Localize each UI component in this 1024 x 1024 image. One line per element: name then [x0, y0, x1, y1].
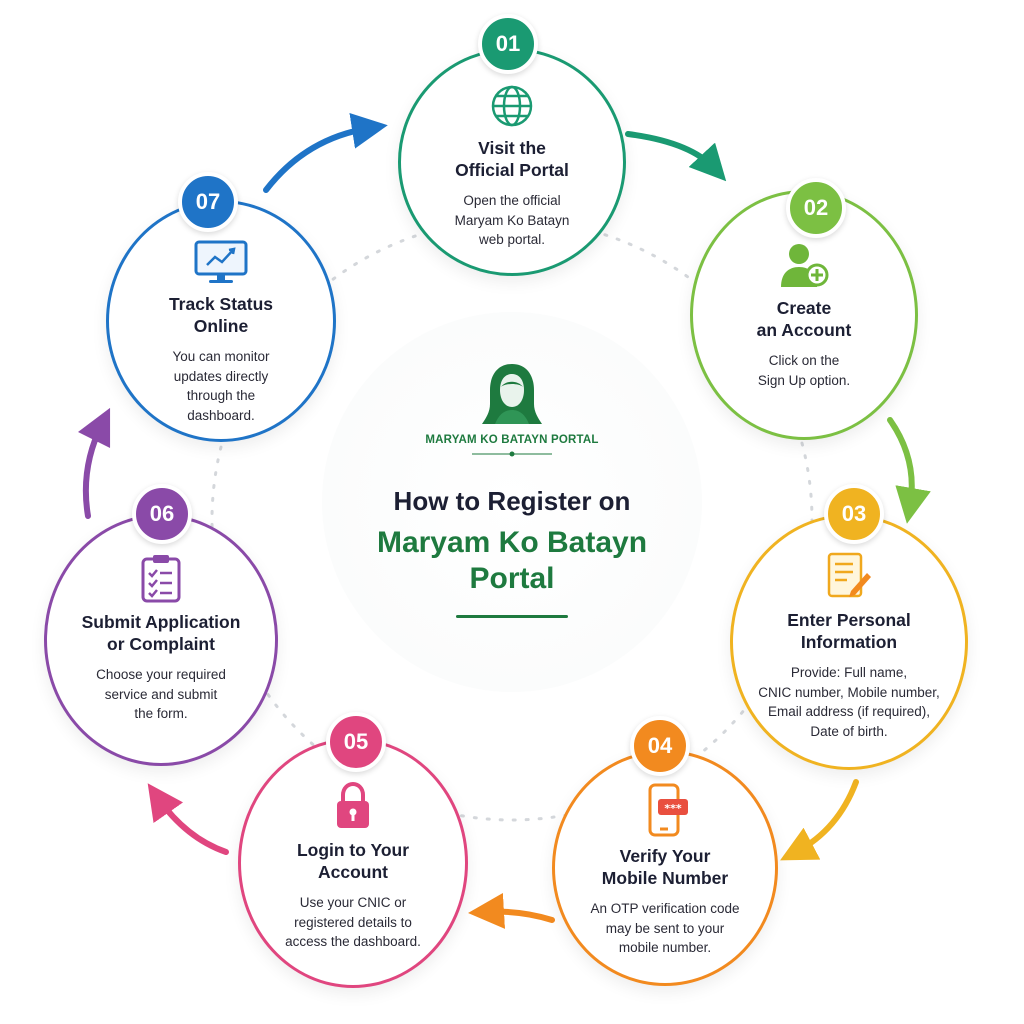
- add-user-icon: [781, 244, 829, 287]
- lock-icon: [337, 781, 369, 828]
- clipboard-checklist-icon: [141, 555, 181, 603]
- svg-text:***: ***: [664, 802, 682, 815]
- step-03-number-badge: 03: [824, 484, 884, 544]
- step-04-number-badge: 04: [630, 716, 690, 776]
- arrow-02-to-03: [887, 417, 931, 524]
- arrow-06-to-07: [77, 407, 111, 519]
- title-underline: [456, 615, 568, 618]
- step-07-number-badge: 07: [178, 172, 238, 232]
- center-panel: MARYAM KO BATAYN PORTAL How to Register …: [332, 360, 692, 618]
- step-06-number-badge: 06: [132, 484, 192, 544]
- arrow-07-to-01: [263, 113, 388, 193]
- step-05-number-badge: 05: [326, 712, 386, 772]
- arrow-05-to-06: [147, 783, 229, 855]
- brand-name: MARYAM KO BATAYN PORTAL: [425, 434, 599, 446]
- monitor-chart-icon: [194, 240, 248, 283]
- arrow-03-to-04: [780, 779, 859, 861]
- headline-line-2: Maryam Ko Batayn Portal: [376, 526, 648, 595]
- arrow-01-to-02: [625, 131, 727, 182]
- globe-icon: [491, 85, 533, 127]
- headline-line-1: How to Register on: [393, 486, 631, 516]
- arrow-04-to-05: [468, 892, 555, 929]
- woman-hijab-logo-icon: [482, 364, 542, 424]
- step-01-number-badge: 01: [478, 14, 538, 74]
- brand-divider: [472, 451, 552, 457]
- form-edit-icon: [827, 552, 871, 598]
- step-02-number-badge: 02: [786, 178, 846, 238]
- step-03-description: Provide: Full name,CNIC number, Mobile n…: [758, 665, 940, 739]
- phone-otp-icon: ***: [648, 783, 688, 837]
